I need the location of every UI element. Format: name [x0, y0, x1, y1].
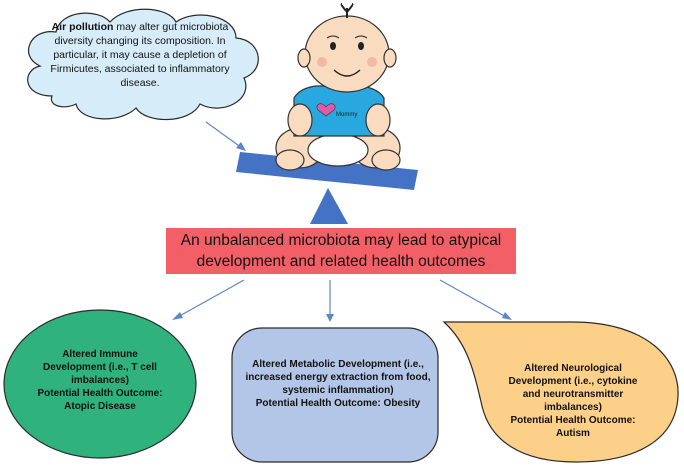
immune-line: Atopic Disease [64, 401, 136, 412]
thought-cloud [27, 8, 259, 121]
outcome-banner: An unbalanced microbiota may lead to aty… [166, 228, 516, 274]
neuro-line: Autism [556, 428, 590, 439]
neuro-line: Altered Neurological [524, 363, 622, 374]
cloud-text-bold: Air pollution [51, 21, 114, 33]
metabolic-line: increased energy extraction from food, [245, 372, 431, 383]
cloud-text-rest: may alter gut microbiota diversity chang… [50, 21, 230, 89]
neuro-line: and neurotransmitter [522, 389, 624, 400]
banner-line-2: development and related health outcomes [196, 253, 486, 270]
metabolic-line: Altered Metabolic Development (i.e., [252, 359, 424, 370]
neuro-line: imbalances) [544, 402, 602, 413]
baby-illustration: Mommy [275, 3, 401, 171]
cloud-text: Air pollution may alter gut microbiota d… [40, 20, 240, 90]
banner-line-1: An unbalanced microbiota may lead to aty… [180, 232, 502, 249]
immune-line: Potential Health Outcome: [37, 388, 163, 399]
neuro-text: Altered Neurological Development (i.e., … [488, 362, 658, 440]
neuro-teardrop [442, 321, 679, 463]
immune-line: Altered Immune [62, 349, 138, 360]
neuro-line: Development (i.e., cytokine [508, 376, 638, 387]
immune-line: Development (i.e., T cell [43, 362, 157, 373]
immune-line: imbalances) [71, 375, 129, 386]
arrow-to-immune [172, 279, 245, 320]
shirt-label: Mommy [336, 112, 357, 118]
immune-ellipse [3, 309, 197, 459]
arrow-to-metabolic [326, 280, 334, 322]
metabolic-text: Altered Metabolic Development (i.e., inc… [240, 358, 436, 410]
heart-icon [316, 103, 336, 117]
neuro-line: Potential Health Outcome: [510, 415, 636, 426]
immune-text: Altered Immune Development (i.e., T cell… [30, 348, 170, 413]
arrow-to-neuro [439, 279, 512, 320]
metabolic-box [231, 327, 439, 463]
cloud-arrow [205, 121, 246, 151]
metabolic-line: Potential Health Outcome: Obesity [255, 398, 421, 409]
metabolic-line: systemic inflammation) [282, 385, 394, 396]
